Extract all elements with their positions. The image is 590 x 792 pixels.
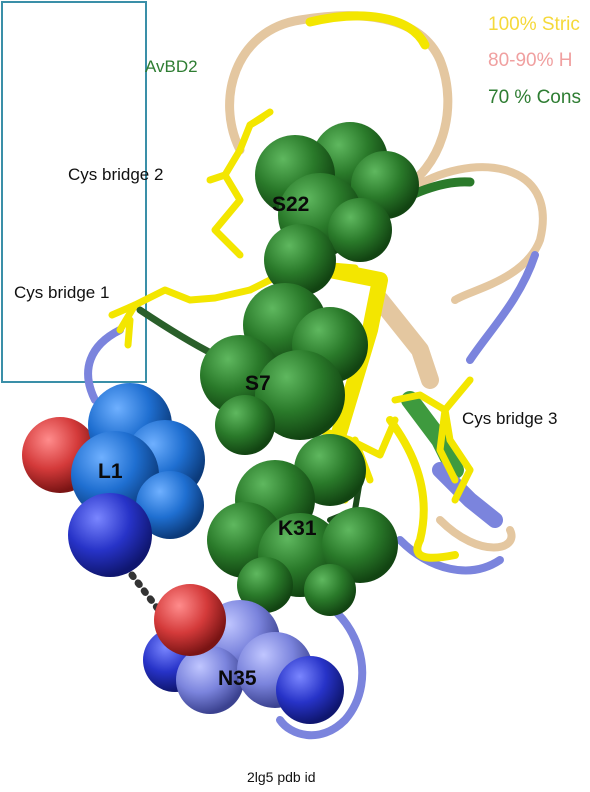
- ribbon-blue-right: [466, 251, 539, 364]
- legend-strict: 100% Stric: [488, 14, 580, 35]
- ribbon-tan-right-loop: [406, 163, 547, 304]
- label-k31: K31: [278, 517, 317, 540]
- label-cys-bridge-1: Cys bridge 1: [14, 283, 109, 302]
- ribbon-blue-bottom-loop: [276, 586, 367, 740]
- ribbon-sheet-blue: [432, 462, 503, 528]
- caption: 2lg5 pdb id: [247, 769, 316, 785]
- label-n35: N35: [218, 667, 257, 690]
- ribbon-blue-left-loop: [84, 326, 124, 404]
- residue-l1-spheres: [22, 383, 205, 577]
- ribbon-green-left: [136, 306, 219, 359]
- ribbon-yellow-top: [305, 11, 430, 50]
- residue-k31-spheres: [207, 434, 398, 616]
- label-l1: L1: [98, 460, 123, 483]
- label-s22: S22: [272, 193, 309, 216]
- ribbon-sheet-tan: [371, 291, 439, 389]
- residue-s7-spheres: [200, 283, 368, 455]
- label-cys-bridge-2: Cys bridge 2: [68, 165, 163, 184]
- label-cys-bridge-3: Cys bridge 3: [462, 409, 557, 428]
- inset-frame: [1, 1, 147, 383]
- legend-conserved: 70 % Cons: [488, 87, 581, 108]
- label-s7: S7: [245, 372, 271, 395]
- legend-high: 80-90% H: [488, 50, 573, 71]
- residue-n35-spheres: [143, 584, 344, 724]
- ribbon-blue-lower: [396, 536, 504, 575]
- figure-title: AvBD2: [145, 57, 198, 76]
- ribbon-tan-lower-hook: [436, 516, 516, 552]
- residue-s22-spheres: [255, 122, 419, 296]
- ribbon-yellow-right: [386, 416, 459, 562]
